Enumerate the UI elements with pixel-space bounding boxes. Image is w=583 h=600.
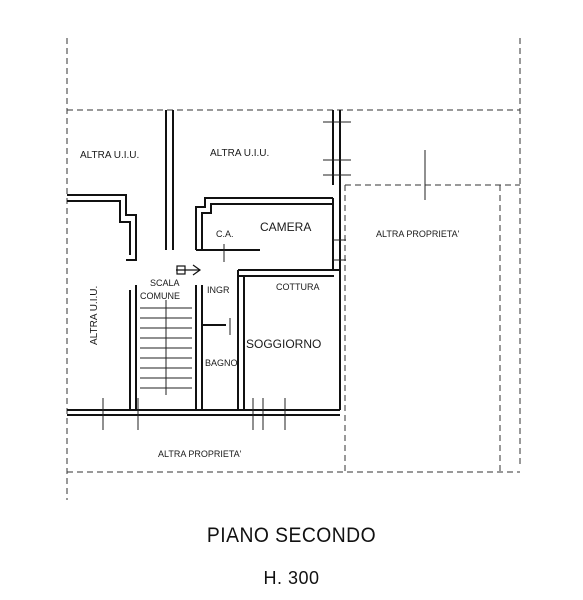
label-altra-uiu-top-left: ALTRA U.I.U. (80, 150, 139, 161)
label-altra-proprieta-right: ALTRA PROPRIETA' (376, 229, 460, 239)
label-scala: SCALA (150, 278, 180, 288)
label-soggiorno: SOGGIORNO (246, 337, 321, 351)
label-camera: CAMERA (260, 220, 311, 234)
walls (67, 110, 341, 416)
stair-treads (140, 300, 192, 395)
property-boundaries (66, 38, 521, 500)
label-ca: C.A. (216, 229, 234, 239)
floor-height: H. 300 (263, 568, 320, 588)
label-cottura: COTTURA (276, 282, 320, 292)
floor-title: PIANO SECONDO (206, 524, 377, 547)
label-altra-uiu-left: ALTRA U.I.U. (89, 286, 100, 345)
opening-markers (102, 121, 426, 430)
label-altra-uiu-top-center: ALTRA U.I.U. (210, 148, 269, 159)
label-comune: COMUNE (140, 291, 180, 301)
entry-arrow (176, 264, 202, 276)
label-bagno: BAGNO (205, 358, 238, 368)
label-altra-proprieta-bottom: ALTRA PROPRIETA' (158, 449, 242, 459)
label-ingr: INGR (207, 285, 230, 295)
